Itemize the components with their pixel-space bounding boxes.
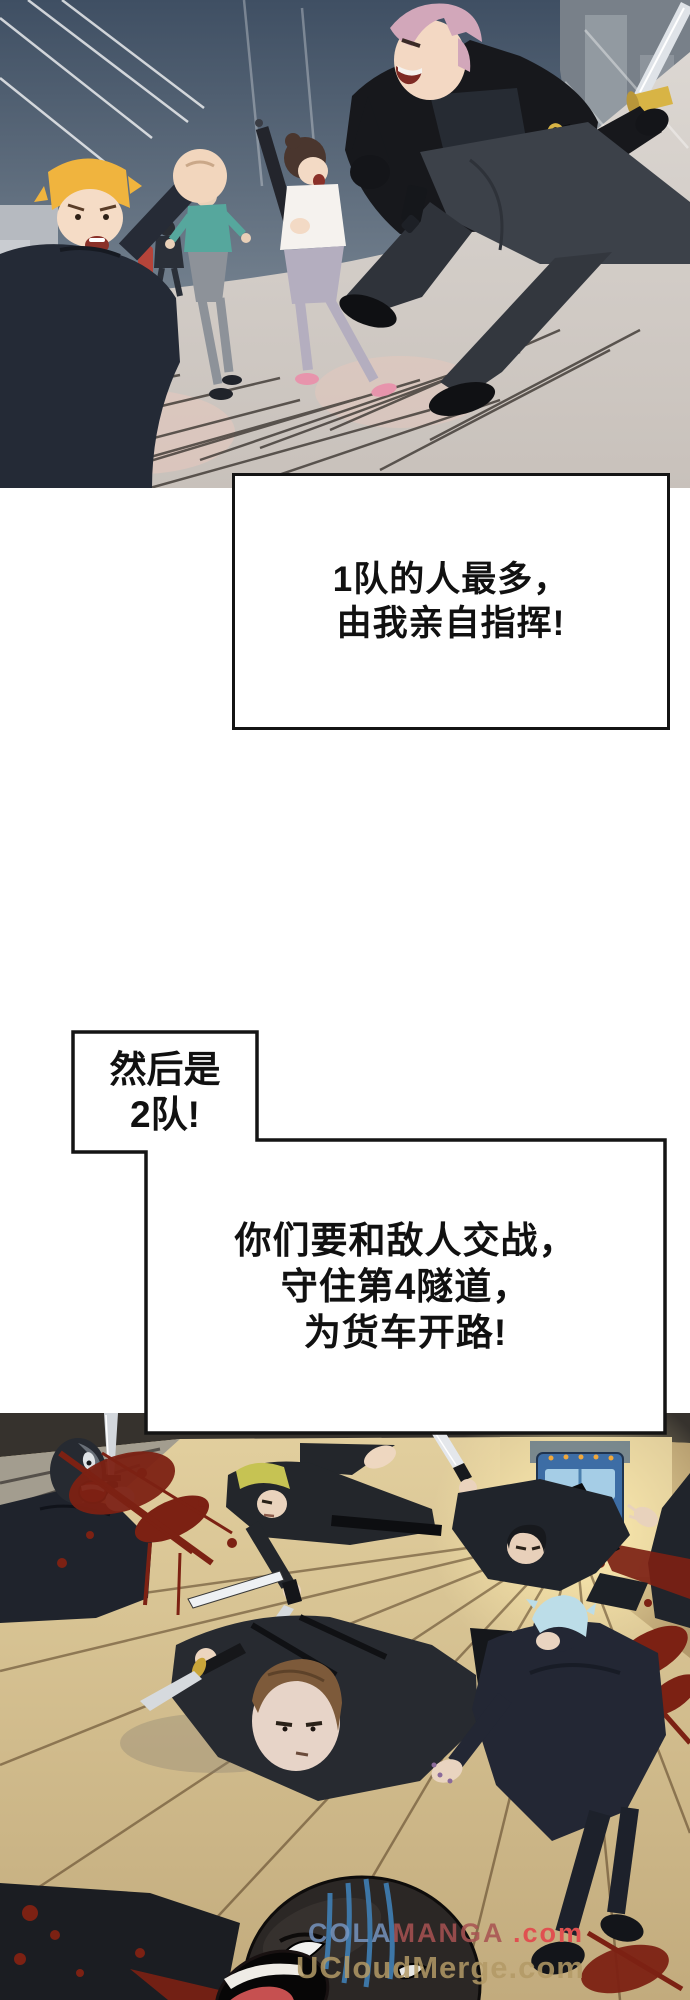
teal-shirt-runner bbox=[165, 179, 251, 400]
bluehair-fighter bbox=[431, 1595, 666, 1975]
speech-bubble-1: 1队的人最多， 由我亲自指挥! bbox=[232, 473, 670, 730]
blue-claw-marks bbox=[323, 1878, 395, 1988]
darkhair-fighter bbox=[430, 1427, 648, 1611]
pink-hair-swordsman bbox=[339, 2, 690, 416]
watermark-domain: .com bbox=[503, 1918, 585, 1948]
bubble1-line2: 由我亲自指挥! bbox=[336, 603, 566, 643]
blood-splatter-bottom bbox=[14, 1905, 684, 2000]
watermark-colamanga: COLAMANGA .com bbox=[308, 1918, 584, 1949]
speech-bubble-2-3-shape bbox=[71, 1030, 667, 1435]
bubble2-line1: 然后是 bbox=[109, 1049, 221, 1090]
bubble2-line2: 2队! bbox=[130, 1094, 200, 1135]
bubble3-line2: 守住第4隧道， bbox=[280, 1265, 531, 1307]
blonde-runner bbox=[0, 149, 227, 488]
watermark-manga: MANGA bbox=[392, 1918, 504, 1948]
speech-bubble-3: 你们要和敌人交战， 守住第4隧道， 为货车开路! bbox=[146, 1140, 665, 1433]
panel-tunnel-battle bbox=[0, 1413, 690, 2000]
holstered-gun bbox=[401, 184, 428, 233]
watermark-ucloudmerge: UCloudMerge.com bbox=[296, 1950, 585, 1985]
road bbox=[0, 52, 690, 488]
foreground-shoulder bbox=[0, 1883, 240, 2000]
street-chase-scene bbox=[0, 0, 690, 488]
speech-bubble-2: 然后是 2队! bbox=[73, 1032, 257, 1152]
tunnel-battle-scene bbox=[0, 1413, 690, 2000]
bubble3-line3: 为货车开路! bbox=[303, 1311, 508, 1353]
brownhair-fighter bbox=[140, 1570, 478, 1801]
bubble1-line1: 1队的人最多， bbox=[332, 559, 570, 599]
panel-street-chase bbox=[0, 0, 690, 488]
blood-splatter-left bbox=[57, 1450, 237, 1616]
bubble3-line1: 你们要和敌人交战， bbox=[234, 1219, 577, 1261]
watermark-cola: COLA bbox=[308, 1918, 393, 1948]
woman-runner bbox=[255, 119, 397, 397]
